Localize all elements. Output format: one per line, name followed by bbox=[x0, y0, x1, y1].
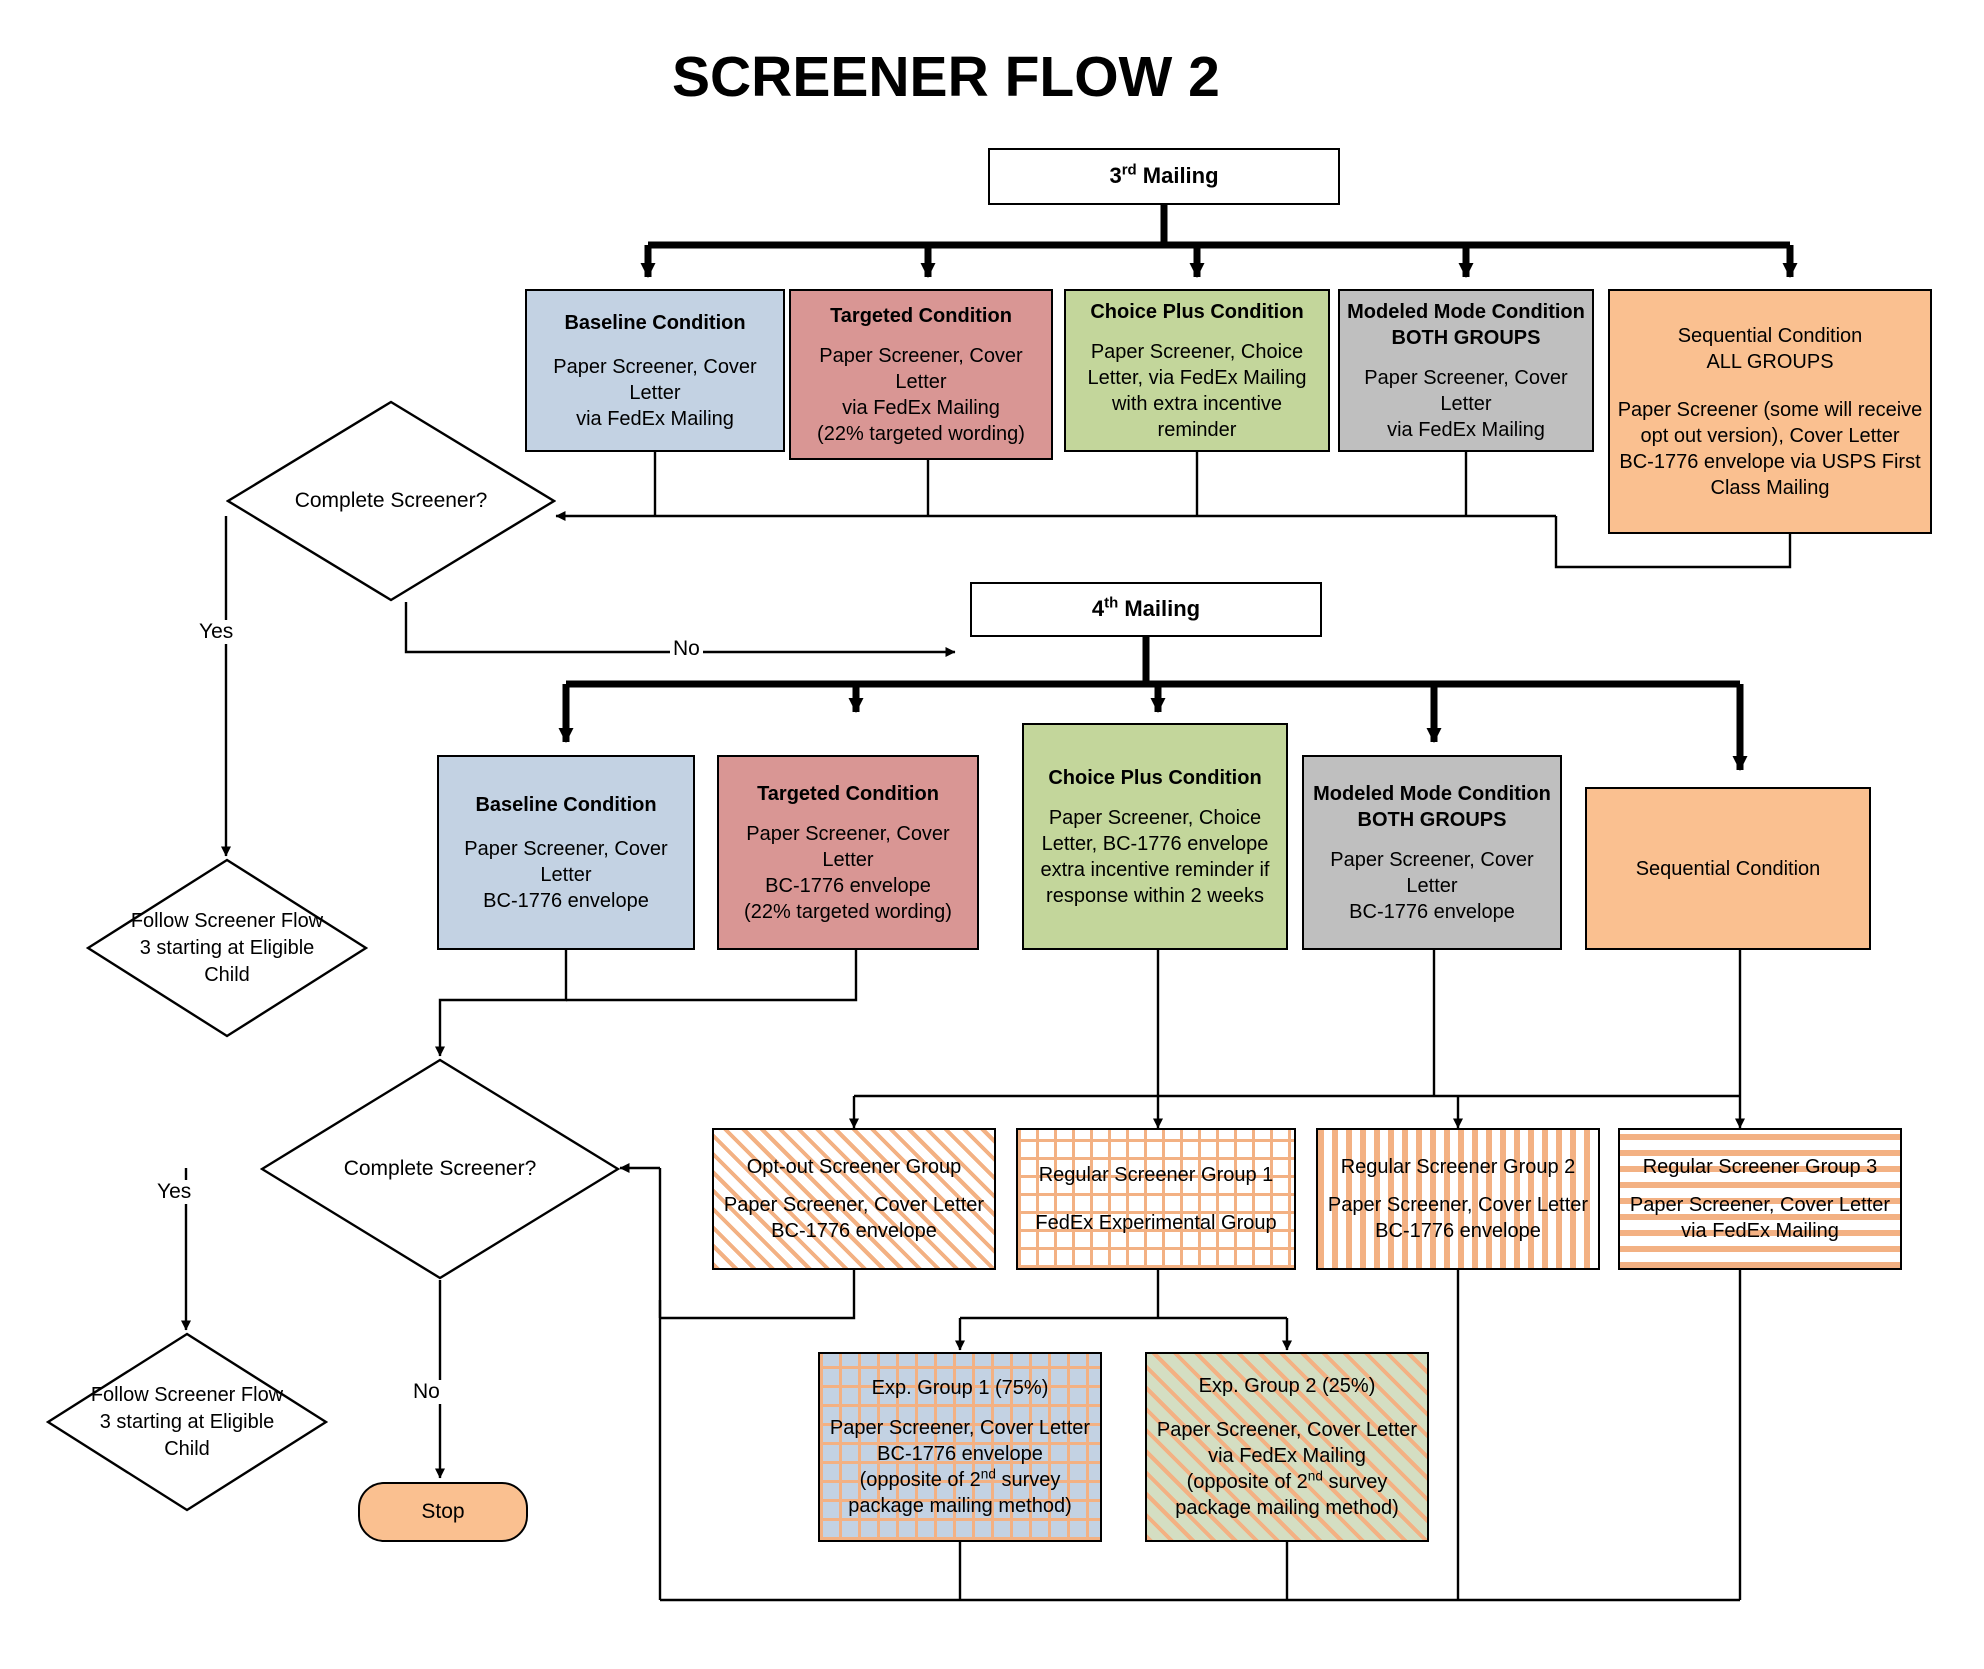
r3-choice-plus-header: Choice Plus Condition bbox=[1090, 300, 1304, 323]
edge-label-no-1: No bbox=[670, 637, 703, 661]
node-4th-mailing: 4th Mailing bbox=[970, 582, 1322, 637]
exp-group-1-l3sup: nd bbox=[980, 1466, 996, 1482]
decision-follow-flow-2: Follow Screener Flow 3 starting at Eligi… bbox=[46, 1332, 328, 1512]
regular1-body: FedEx Experimental Group bbox=[1035, 1212, 1277, 1234]
edge-label-yes-1: Yes bbox=[196, 620, 237, 644]
r3-choice-plus-body: Paper Screener, Choice Letter, via FedEx… bbox=[1087, 340, 1307, 441]
exp-group-1-header: Exp. Group 1 (75%) bbox=[871, 1377, 1049, 1399]
r4-baseline-body: Paper Screener, Cover Letter BC-1776 env… bbox=[464, 837, 668, 912]
exp-group-2-body-line3: (opposite of 2nd survey package mailing … bbox=[1153, 1469, 1421, 1521]
node-r4-targeted: Targeted Condition Paper Screener, Cover… bbox=[717, 755, 979, 950]
r3-modeled-mode-header: Modeled Mode Condition BOTH GROUPS bbox=[1347, 300, 1585, 349]
node-exp-group-2: Exp. Group 2 (25%) Paper Screener, Cover… bbox=[1145, 1352, 1429, 1542]
decision-2-label: Complete Screener? bbox=[343, 1156, 537, 1180]
exp-group-1-body-line3: (opposite of 2nd survey package mailing … bbox=[826, 1467, 1094, 1519]
node-opt-out-screener-group: Opt-out Screener Group Paper Screener, C… bbox=[712, 1128, 996, 1270]
r3-targeted-body: Paper Screener, Cover Letter via FedEx M… bbox=[817, 344, 1025, 445]
r3-modeled-mode-body: Paper Screener, Cover Letter via FedEx M… bbox=[1364, 366, 1568, 441]
r4-baseline-header: Baseline Condition bbox=[475, 793, 657, 816]
node-regular-screener-group-3: Regular Screener Group 3 Paper Screener,… bbox=[1618, 1128, 1902, 1270]
r3-sequential-header: Sequential Condition ALL GROUPS bbox=[1677, 324, 1863, 373]
exp-group-2-l3sup: nd bbox=[1307, 1468, 1323, 1484]
third-mailing-ordinal: rd bbox=[1121, 161, 1137, 179]
r4-choice-plus-body: Paper Screener, Choice Letter, BC-1776 e… bbox=[1040, 806, 1270, 907]
decision-follow-flow-1: Follow Screener Flow 3 starting at Eligi… bbox=[86, 858, 368, 1038]
r3-baseline-header: Baseline Condition bbox=[564, 311, 746, 334]
r3-sequential-body: Paper Screener (some will receive opt ou… bbox=[1617, 398, 1923, 499]
regular2-body: Paper Screener, Cover Letter BC-1776 env… bbox=[1327, 1194, 1589, 1242]
exp-group-1-body-line2: BC-1776 envelope bbox=[877, 1443, 1043, 1465]
node-r4-modeled-mode: Modeled Mode Condition BOTH GROUPS Paper… bbox=[1302, 755, 1562, 950]
third-mailing-base: 3 bbox=[1109, 163, 1122, 189]
node-regular-screener-group-2: Regular Screener Group 2 Paper Screener,… bbox=[1316, 1128, 1600, 1270]
r4-sequential-header: Sequential Condition bbox=[1635, 857, 1821, 880]
exp-group-1-l3a: (opposite of 2 bbox=[859, 1469, 981, 1491]
node-exp-group-1: Exp. Group 1 (75%) Paper Screener, Cover… bbox=[818, 1352, 1102, 1542]
exp-group-2-header: Exp. Group 2 (25%) bbox=[1198, 1375, 1376, 1397]
third-mailing-rest: Mailing bbox=[1136, 163, 1219, 189]
node-stop: Stop bbox=[358, 1482, 528, 1542]
r4-modeled-mode-body: Paper Screener, Cover Letter BC-1776 env… bbox=[1330, 848, 1534, 923]
fourth-mailing-base: 4 bbox=[1091, 596, 1105, 622]
regular3-body: Paper Screener, Cover Letter via FedEx M… bbox=[1629, 1194, 1891, 1242]
node-r4-baseline: Baseline Condition Paper Screener, Cover… bbox=[437, 755, 695, 950]
opt-out-body: Paper Screener, Cover Letter BC-1776 env… bbox=[723, 1194, 985, 1242]
decision-complete-screener-1: Complete Screener? bbox=[226, 400, 556, 602]
r4-targeted-header: Targeted Condition bbox=[757, 782, 939, 805]
node-r3-modeled-mode: Modeled Mode Condition BOTH GROUPS Paper… bbox=[1338, 289, 1594, 452]
r4-targeted-body: Paper Screener, Cover Letter BC-1776 env… bbox=[744, 822, 952, 923]
exp-group-1-l3b: survey package mailing method) bbox=[848, 1469, 1072, 1517]
opt-out-header: Opt-out Screener Group bbox=[746, 1156, 962, 1178]
decision-1-label: Complete Screener? bbox=[294, 488, 488, 512]
node-r4-sequential: Sequential Condition bbox=[1585, 787, 1871, 950]
r4-choice-plus-header: Choice Plus Condition bbox=[1048, 766, 1262, 789]
follow-flow-1-label: Follow Screener Flow 3 starting at Eligi… bbox=[130, 909, 324, 986]
edge-label-yes-2: Yes bbox=[154, 1180, 195, 1204]
fourth-mailing-ordinal: th bbox=[1104, 594, 1119, 612]
node-r4-choice-plus: Choice Plus Condition Paper Screener, Ch… bbox=[1022, 723, 1288, 950]
r3-targeted-header: Targeted Condition bbox=[830, 304, 1012, 327]
r4-modeled-mode-header: Modeled Mode Condition BOTH GROUPS bbox=[1313, 782, 1551, 831]
node-regular-screener-group-1: Regular Screener Group 1 FedEx Experimen… bbox=[1016, 1128, 1296, 1270]
node-r3-choice-plus: Choice Plus Condition Paper Screener, Ch… bbox=[1064, 289, 1330, 452]
node-r3-baseline: Baseline Condition Paper Screener, Cover… bbox=[525, 289, 785, 452]
node-3rd-mailing: 3rd Mailing bbox=[988, 148, 1340, 205]
stop-label: Stop bbox=[421, 1500, 465, 1523]
exp-group-1-body-line1: Paper Screener, Cover Letter bbox=[829, 1417, 1091, 1439]
node-r3-sequential: Sequential Condition ALL GROUPS Paper Sc… bbox=[1608, 289, 1932, 534]
regular1-header: Regular Screener Group 1 bbox=[1038, 1164, 1274, 1186]
exp-group-2-l3b: survey package mailing method) bbox=[1175, 1471, 1399, 1519]
regular3-header: Regular Screener Group 3 bbox=[1642, 1156, 1878, 1178]
exp-group-2-body-line1: Paper Screener, Cover Letter via FedEx M… bbox=[1156, 1419, 1418, 1467]
node-r3-targeted: Targeted Condition Paper Screener, Cover… bbox=[789, 289, 1053, 460]
r3-baseline-body: Paper Screener, Cover Letter via FedEx M… bbox=[553, 355, 757, 430]
decision-complete-screener-2: Complete Screener? bbox=[260, 1058, 620, 1280]
edge-label-no-2: No bbox=[410, 1380, 443, 1404]
fourth-mailing-rest: Mailing bbox=[1118, 596, 1201, 622]
exp-group-2-l3a: (opposite of 2 bbox=[1186, 1471, 1308, 1493]
regular2-header: Regular Screener Group 2 bbox=[1340, 1156, 1576, 1178]
follow-flow-2-label: Follow Screener Flow 3 starting at Eligi… bbox=[90, 1383, 284, 1460]
page-title: SCREENER FLOW 2 bbox=[672, 45, 1220, 109]
